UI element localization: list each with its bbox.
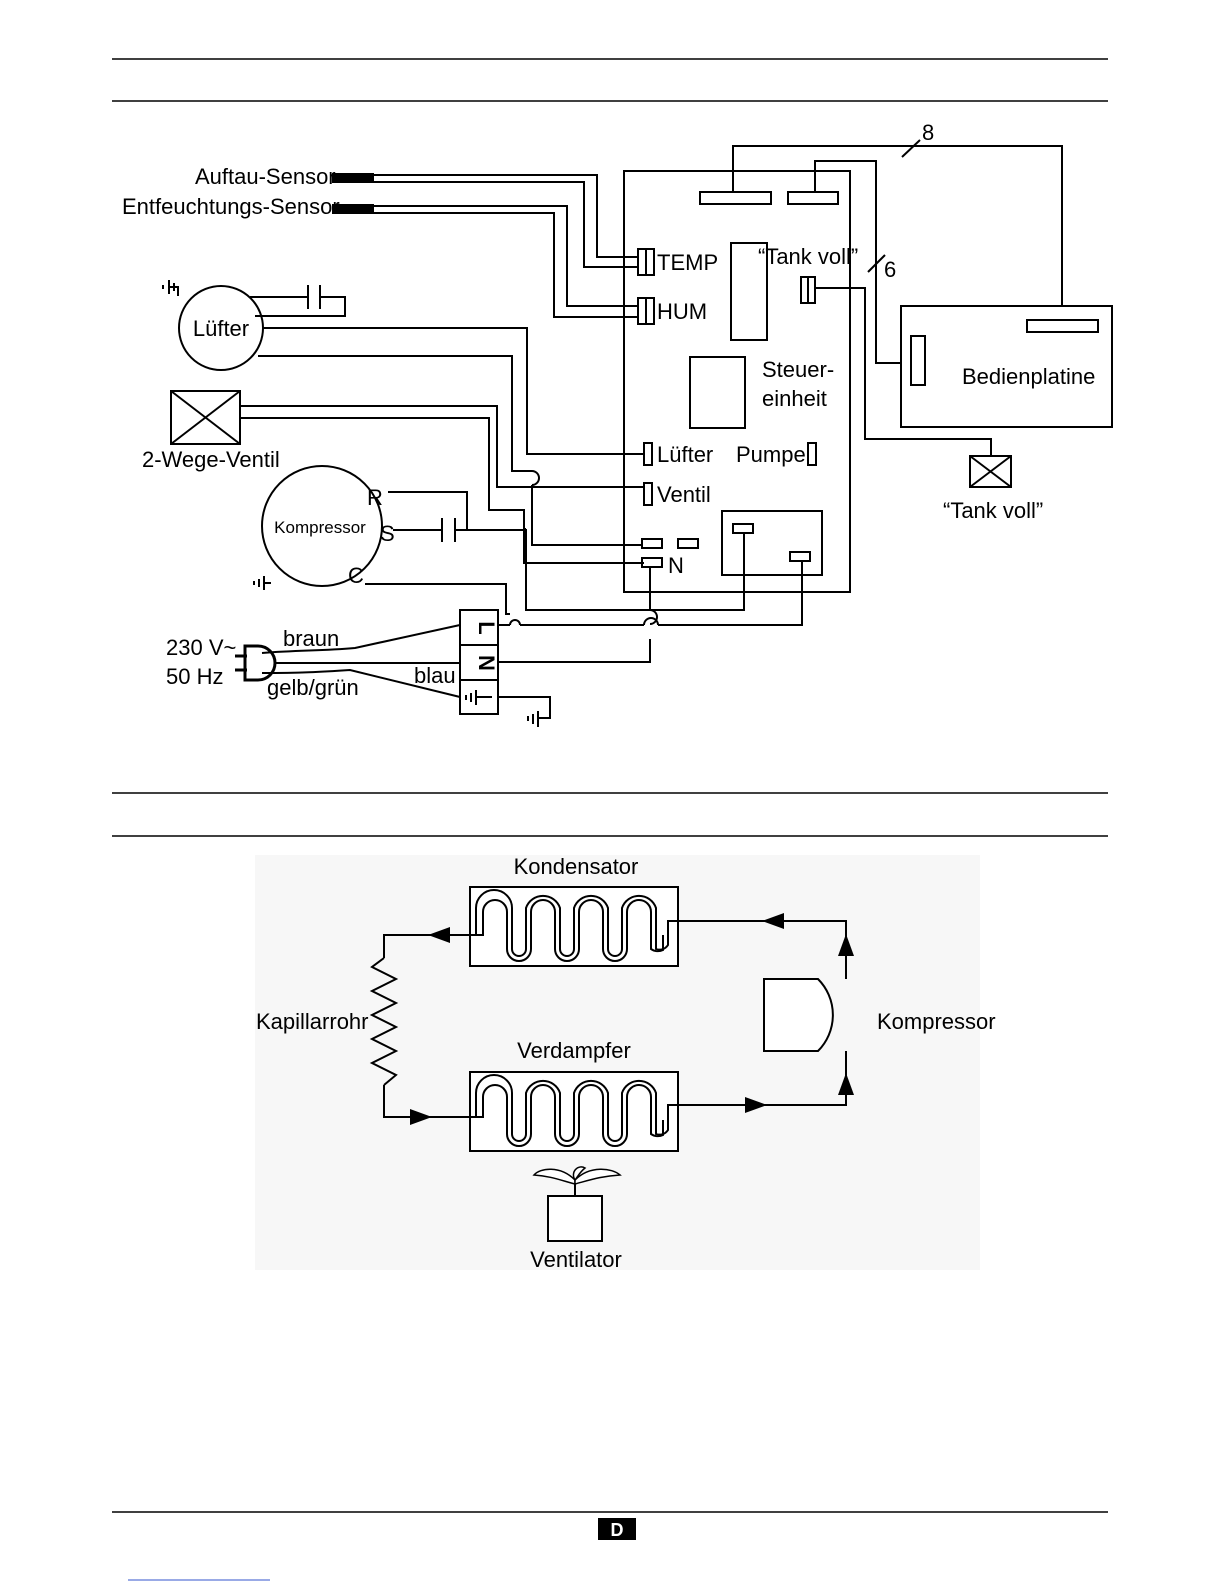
temp-pin-label: TEMP <box>657 250 718 275</box>
n-pin <box>642 558 662 567</box>
control-panel-connector-8 <box>1027 320 1098 332</box>
fan-wire-1 <box>262 328 644 454</box>
dehum-wire-b <box>374 213 638 317</box>
compressor-ground-wire <box>264 580 271 583</box>
evaporator-label: Verdampfer <box>517 1038 631 1063</box>
terminal-n-label: N <box>474 655 499 671</box>
small-pin-2 <box>678 539 698 548</box>
n-pin-label: N <box>668 553 684 578</box>
defrost-sensor-label: Auftau-Sensor <box>195 164 336 189</box>
fan-capacitor-wire <box>250 297 345 316</box>
bus-8-slash <box>902 140 920 157</box>
fan-pin <box>644 443 652 465</box>
hum-pin-label: HUM <box>657 299 707 324</box>
ventilator-label: Ventilator <box>530 1247 622 1272</box>
fan-wire-2-crossover <box>532 471 539 485</box>
blue-wire-label: blau <box>414 663 456 688</box>
tank-full-pin-label: “Tank voll” <box>758 244 858 269</box>
ventilator-motor <box>548 1196 602 1241</box>
chassis-ground-wire <box>498 697 550 718</box>
capillary-label: Kapillarrohr <box>256 1009 369 1034</box>
refrigeration-diagram: Kondensator Verdampfer Kompressor Kapill… <box>255 854 996 1272</box>
controller-chip <box>690 357 745 428</box>
tank-full-switch-label: “Tank voll” <box>943 498 1043 523</box>
valve-pin-label: Ventil <box>657 482 711 507</box>
dehum-sensor <box>332 204 374 214</box>
small-pin-1 <box>642 539 662 548</box>
supply-freq-label: 50 Hz <box>166 664 223 689</box>
fan-pin-label: Lüfter <box>657 442 713 467</box>
board-connector-6 <box>788 192 838 204</box>
brown-wire-label: braun <box>283 626 339 651</box>
wiring-diagram: 8 6 Steuer- einheit “Tank voll” Bedienpl… <box>122 120 1112 727</box>
bus-8-label: 8 <box>922 120 934 145</box>
control-panel-connector-6 <box>911 336 925 385</box>
valve-label: 2-Wege-Ventil <box>142 447 280 472</box>
board-connector-8 <box>700 192 771 204</box>
pump-pin-label: Pumpe <box>736 442 806 467</box>
fan-wire-2 <box>258 356 532 471</box>
relay-pin-2 <box>790 552 810 561</box>
supply-voltage-label: 230 V~ <box>166 635 236 660</box>
compressor-s-label: S <box>380 521 395 546</box>
yellow-green-wire-label: gelb/grün <box>267 675 359 700</box>
defrost-sensor <box>332 173 374 183</box>
fan-motor-label: Lüfter <box>193 316 249 341</box>
compressor-body <box>764 979 833 1051</box>
compressor-label: Kompressor <box>274 518 366 537</box>
defrost-wire-b <box>374 182 638 267</box>
compressor-c-label: C <box>348 563 364 588</box>
valve-pin <box>644 483 652 505</box>
pump-pin <box>808 443 816 465</box>
control-unit-label-2: einheit <box>762 386 827 411</box>
compressor-label-r: Kompressor <box>877 1009 996 1034</box>
defrost-wire-a <box>374 175 638 257</box>
relay-block <box>722 511 822 575</box>
condenser-label: Kondensator <box>514 854 639 879</box>
compressor-r-label: R <box>367 485 383 510</box>
n-wire-hop <box>650 610 657 624</box>
control-unit-label-1: Steuer- <box>762 357 834 382</box>
relay-wire-2-hop-1 <box>510 620 520 625</box>
bus-6-label: 6 <box>884 257 896 282</box>
terminal-l-label: L <box>474 621 499 634</box>
language-badge-label: D <box>611 1520 624 1540</box>
relay-pin-1 <box>733 524 753 533</box>
dehum-sensor-label: Entfeuchtungs-Sensor <box>122 194 340 219</box>
control-panel-label: Bedienplatine <box>962 364 1095 389</box>
compressor-s-wire <box>393 530 644 563</box>
